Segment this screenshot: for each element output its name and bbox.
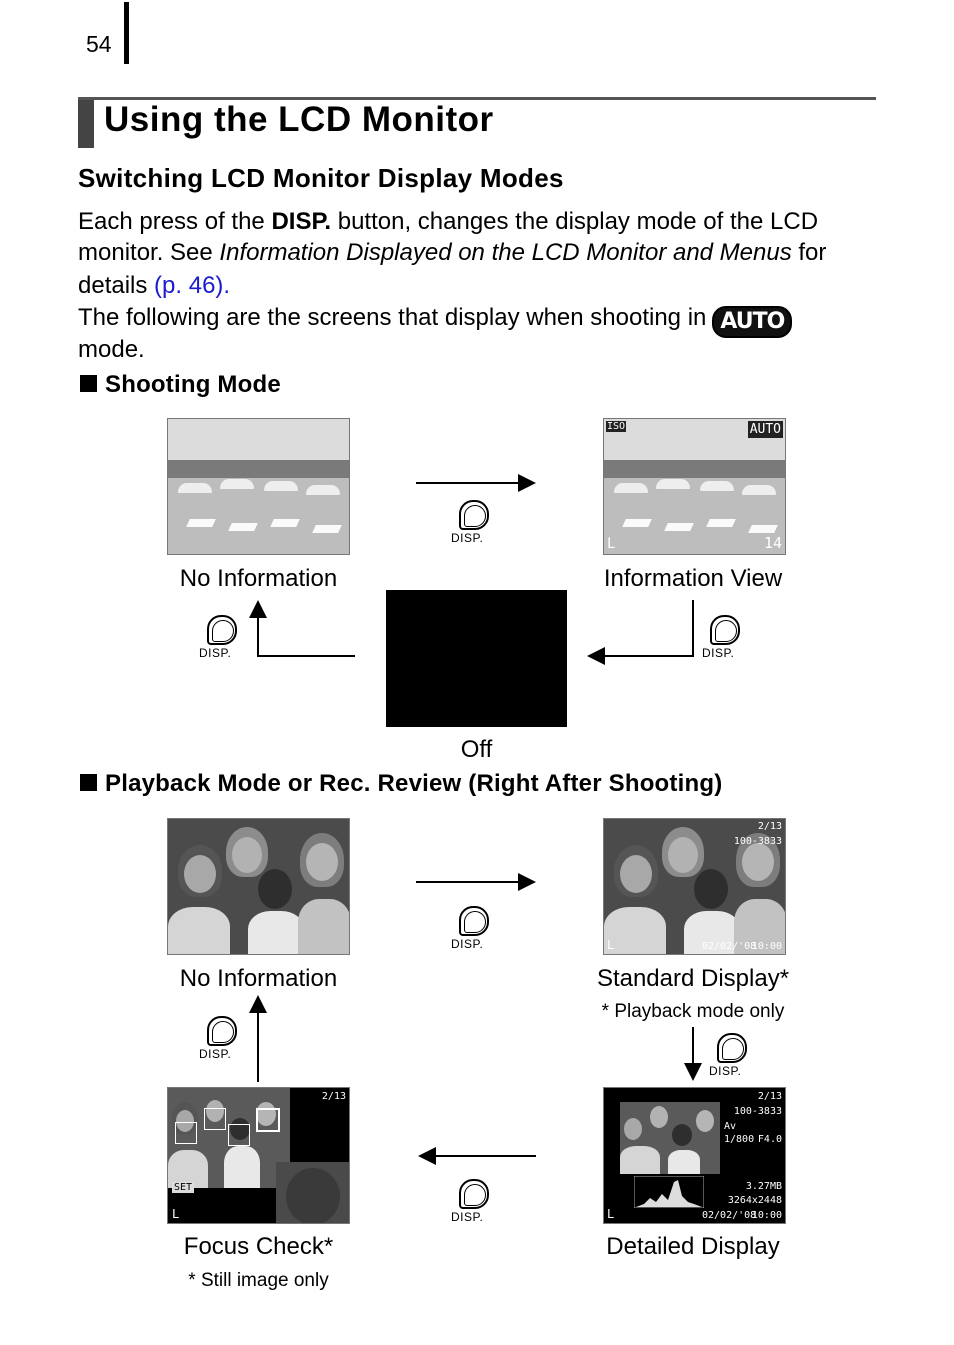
playback-mode-heading-text: Playback Mode or Rec. Review (Right Afte…	[105, 770, 723, 797]
histogram-icon	[634, 1176, 704, 1208]
standard-display-caption: Standard Display*	[596, 965, 790, 992]
beach-no-info-image	[167, 418, 350, 555]
arrow-up-icon	[249, 600, 267, 618]
disp-button-icon: DISP.	[702, 615, 750, 667]
disp-button-icon: DISP.	[709, 1033, 757, 1085]
arrow-line	[416, 881, 522, 883]
auto-mode-icon: AUTO	[712, 306, 793, 338]
shooting-mode-heading-text: Shooting Mode	[105, 371, 281, 398]
arrow-line	[432, 1155, 536, 1157]
playback-mode-heading: Playback Mode or Rec. Review (Right Afte…	[80, 770, 722, 798]
information-view-caption: Information View	[603, 565, 783, 592]
intro-line-4: The following are the screens that displ…	[78, 302, 878, 338]
focus-check-image: 2/13 SET L	[167, 1087, 350, 1224]
image-count: 2/13	[321, 1091, 346, 1102]
no-information-caption: No Information	[179, 565, 338, 592]
intro-text: button, changes the display mode of the …	[331, 208, 819, 235]
image-size-indicator: L	[607, 938, 615, 952]
square-bullet-icon	[80, 375, 97, 392]
shooting-mode-heading: Shooting Mode	[80, 371, 281, 399]
folder-file-number: 100-3833	[733, 1106, 782, 1117]
no-information-caption: No Information	[179, 965, 338, 992]
intro-line-2: monitor. See Information Displayed on th…	[78, 237, 878, 269]
section-subtitle: Switching LCD Monitor Display Modes	[78, 163, 564, 193]
arrow-line	[257, 616, 259, 657]
intro-line-3: details (p. 46).	[78, 270, 878, 302]
arrow-left-icon	[587, 647, 605, 665]
page-title: Using the LCD Monitor	[104, 100, 494, 139]
intro-text: The following are the screens that displ…	[78, 304, 707, 331]
av-mode: Av	[724, 1121, 737, 1132]
shot-time: 10:00	[751, 1210, 782, 1221]
arrow-line	[692, 1027, 694, 1065]
intro-text: Each press of the	[78, 208, 272, 235]
auto-mode-indicator: AUTO	[747, 421, 783, 438]
arrow-up-icon	[249, 995, 267, 1013]
image-count: 2/13	[757, 821, 782, 832]
page-link[interactable]: (p. 46)	[154, 272, 224, 299]
page-number-bar	[124, 2, 129, 64]
playback-only-note: * Playback mode only	[601, 1001, 785, 1022]
lcd-off-screen	[386, 590, 567, 727]
intro-text: for	[791, 239, 827, 266]
intro-text: monitor. See	[78, 239, 220, 266]
shot-date: 02/02/'08	[702, 1210, 757, 1221]
image-size-indicator: L	[607, 536, 616, 552]
intro-line-1: Each press of the DISP. button, changes …	[78, 206, 878, 238]
intro-text: .	[223, 272, 231, 299]
disp-button-icon: DISP.	[451, 1179, 499, 1231]
arrow-left-icon	[418, 1147, 436, 1165]
disp-button-icon: DISP.	[199, 615, 247, 667]
focus-check-caption: Focus Check*	[183, 1233, 334, 1260]
arrow-right-icon	[518, 474, 536, 492]
arrow-line	[416, 482, 522, 484]
arrow-down-icon	[684, 1063, 702, 1081]
shots-remaining-indicator: 14	[763, 534, 782, 552]
arrow-line	[257, 1011, 259, 1082]
kids-standard-display-image: 2/13 100-3833 L 02/02/'08 10:00	[603, 818, 786, 955]
aperture-value: F4.0	[757, 1134, 782, 1145]
image-size-indicator: L	[607, 1207, 615, 1221]
set-indicator: SET	[172, 1182, 195, 1193]
intro-line-5: mode.	[78, 336, 145, 363]
disp-button-ref: DISP.	[271, 208, 332, 235]
image-count: 2/13	[757, 1091, 782, 1102]
arrow-line	[602, 655, 694, 657]
still-image-only-note: * Still image only	[188, 1270, 329, 1291]
arrow-line	[257, 655, 355, 657]
folder-file-number: 100-3833	[733, 836, 782, 847]
off-caption: Off	[460, 736, 493, 763]
file-size: 3.27MB	[745, 1181, 782, 1192]
shutter-speed: 1/800	[724, 1134, 755, 1145]
disp-button-icon: DISP.	[451, 906, 499, 958]
iso-indicator: ISO	[606, 421, 627, 432]
arrow-right-icon	[518, 873, 536, 891]
disp-button-icon: DISP.	[451, 500, 499, 552]
page-number: 54	[86, 31, 112, 57]
image-resolution: 3264x2448	[727, 1195, 782, 1206]
reference-title: Information Displayed on the LCD Monitor…	[219, 239, 792, 266]
kids-no-info-image	[167, 818, 350, 955]
square-bullet-icon	[80, 774, 97, 791]
disp-button-icon: DISP.	[199, 1016, 247, 1068]
shot-date: 02/02/'08	[702, 941, 757, 952]
heading-rule	[78, 97, 876, 100]
heading-marker	[78, 100, 94, 148]
beach-info-view-image: ISO AUTO L 14	[603, 418, 786, 555]
arrow-line	[692, 600, 694, 657]
detailed-display-image: 2/13 100-3833 Av 1/800 F4.0 3.27MB 3264x…	[603, 1087, 786, 1224]
intro-text: details	[78, 272, 155, 299]
shot-time: 10:00	[751, 941, 782, 952]
detailed-display-caption: Detailed Display	[606, 1233, 780, 1260]
image-size-indicator: L	[172, 1207, 180, 1221]
